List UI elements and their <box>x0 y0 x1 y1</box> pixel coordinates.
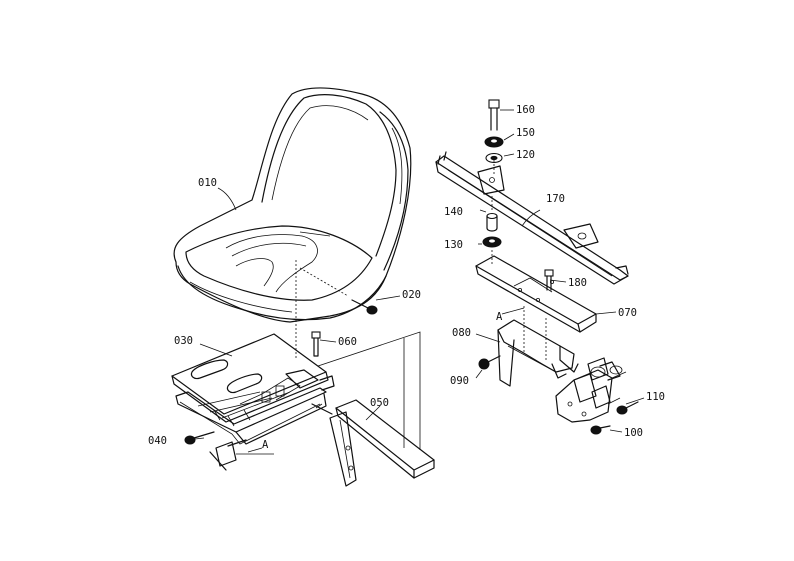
label-050: 050 <box>370 397 389 409</box>
part-labels: 010 020 030 040 050 060 070 080 090 100 … <box>148 104 665 451</box>
label-100: 100 <box>624 427 643 439</box>
label-150: 150 <box>516 127 535 139</box>
label-090: 090 <box>450 375 469 387</box>
mount-bracket <box>497 306 579 387</box>
label-180: 180 <box>568 277 587 289</box>
label-020: 020 <box>402 289 421 301</box>
seat-suspension <box>171 333 335 471</box>
bolt-060 <box>311 331 321 357</box>
label-010: 010 <box>198 177 217 189</box>
washer-120 <box>485 152 503 164</box>
ref-a-suspension: A <box>262 439 269 451</box>
spacer-140 <box>486 212 498 232</box>
label-130: 130 <box>444 239 463 251</box>
bolt-110 <box>616 401 639 415</box>
label-080: 080 <box>452 327 471 339</box>
side-plate <box>555 357 627 423</box>
label-030: 030 <box>174 335 193 347</box>
bolt-040 <box>184 431 215 445</box>
bolt-020 <box>351 299 378 315</box>
bolt-180 <box>544 269 554 291</box>
leader-lines <box>185 109 645 453</box>
bolt-160 <box>488 99 500 131</box>
label-120: 120 <box>516 149 535 161</box>
label-040: 040 <box>148 435 167 447</box>
washer-130 <box>482 236 502 248</box>
rail-bracket <box>311 331 435 487</box>
support-plate <box>475 255 597 333</box>
bolt-100 <box>590 425 611 435</box>
label-160: 160 <box>516 104 535 116</box>
label-060: 060 <box>338 336 357 348</box>
washer-150 <box>484 136 504 148</box>
label-110: 110 <box>646 391 665 403</box>
label-170: 170 <box>546 193 565 205</box>
seat-cushion <box>173 87 412 360</box>
bolt-090 <box>478 355 501 370</box>
label-070: 070 <box>618 307 637 319</box>
label-140: 140 <box>444 206 463 218</box>
cross-bar <box>435 151 629 285</box>
ref-a-bracket: A <box>496 311 503 323</box>
